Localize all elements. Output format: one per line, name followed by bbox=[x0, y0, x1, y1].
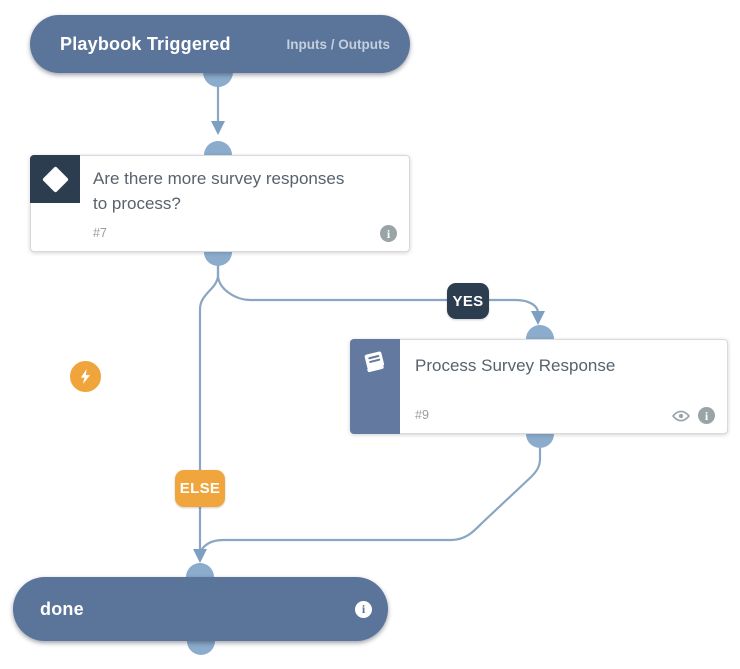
filter-lightning-icon bbox=[68, 359, 103, 394]
diamond-shape bbox=[41, 165, 69, 193]
port-decision-bottom[interactable] bbox=[204, 252, 232, 266]
info-icon[interactable]: i bbox=[355, 600, 372, 618]
connector-playbook-to-done bbox=[200, 448, 542, 552]
arrowhead-into-done bbox=[193, 549, 207, 563]
info-icon[interactable]: i bbox=[380, 225, 397, 242]
decision-node[interactable]: Are there more survey responses to proce… bbox=[30, 155, 410, 394]
info-icon[interactable]: i bbox=[698, 407, 715, 424]
playbook-node[interactable]: Process Survey Response #9 i bbox=[350, 339, 728, 434]
inputs-outputs-link[interactable]: Inputs / Outputs bbox=[286, 36, 391, 52]
arrowhead-into-playbook bbox=[531, 311, 545, 325]
playbook-title: Process Survey Response bbox=[415, 356, 616, 375]
playbook-step-id: #9 bbox=[415, 408, 429, 422]
connector-yes-branch bbox=[216, 265, 540, 314]
decision-title: Are there more survey responses to proce… bbox=[93, 169, 345, 213]
port-done-bottom[interactable] bbox=[187, 641, 215, 655]
branch-label-else[interactable]: ELSE bbox=[175, 470, 225, 507]
port-decision-top[interactable] bbox=[204, 141, 232, 155]
eye-icon[interactable] bbox=[671, 409, 691, 423]
decision-diamond-icon bbox=[30, 155, 80, 203]
arrowhead-into-decision bbox=[211, 121, 225, 135]
end-title: done bbox=[40, 598, 84, 619]
decision-step-id: #7 bbox=[93, 226, 107, 240]
port-done-top[interactable] bbox=[186, 563, 214, 577]
port-playbook-top[interactable] bbox=[526, 325, 554, 339]
trigger-node[interactable]: Playbook Triggered Inputs / Outputs bbox=[30, 15, 410, 73]
branch-label-yes[interactable]: YES bbox=[447, 283, 489, 319]
lightning-glyph bbox=[80, 369, 91, 384]
trigger-title: Playbook Triggered bbox=[60, 33, 231, 54]
playbook-book-icon bbox=[350, 339, 400, 434]
port-trigger-bottom[interactable] bbox=[203, 72, 233, 87]
port-playbook-bottom[interactable] bbox=[526, 434, 554, 448]
end-node[interactable]: done i bbox=[13, 577, 388, 641]
book-glyph bbox=[364, 351, 385, 374]
